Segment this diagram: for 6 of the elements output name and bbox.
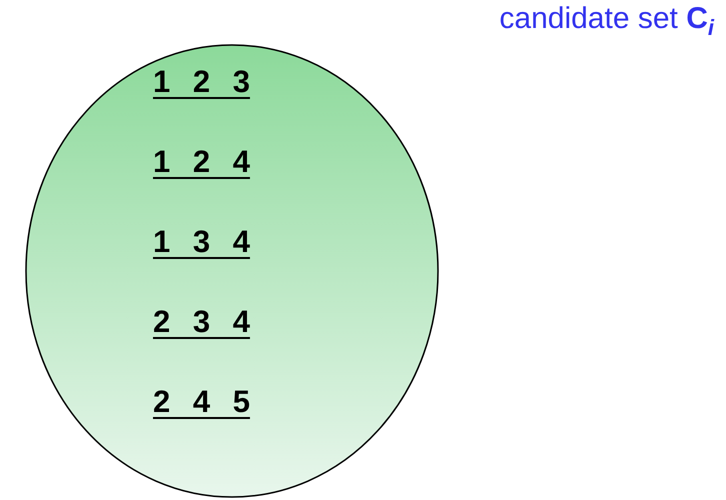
itemset-text: 1 2 4 <box>153 144 250 180</box>
itemset-text: 1 3 4 <box>153 224 250 260</box>
diagram-title: candidate set C$_{i}$ <box>499 2 714 41</box>
itemset-text: 2 4 5 <box>153 384 250 420</box>
itemset-text: 2 3 4 <box>153 304 250 340</box>
itemset-text: 1 2 3 <box>153 64 250 100</box>
